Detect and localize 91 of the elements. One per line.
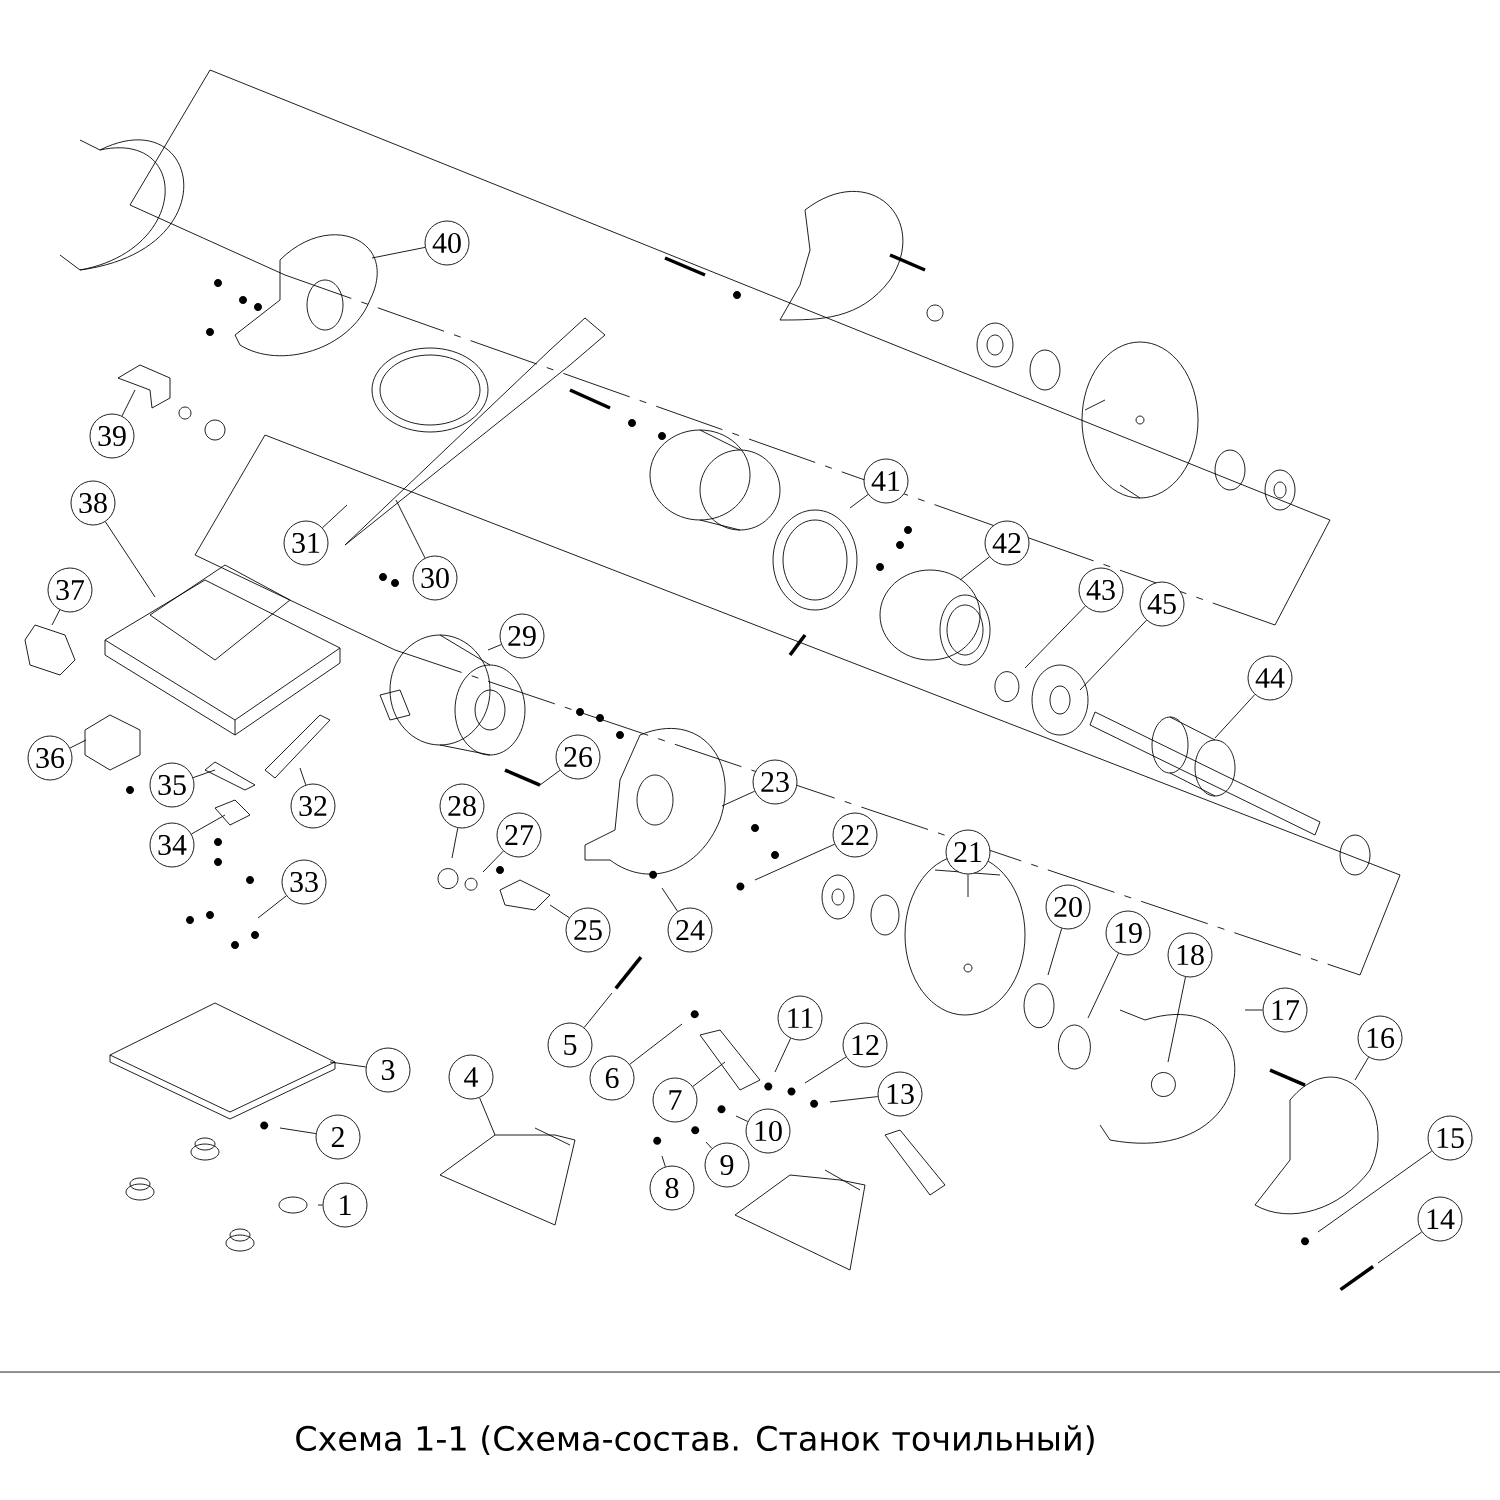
leader-line	[479, 1097, 496, 1136]
leader-line	[1087, 952, 1119, 1019]
leader-line	[959, 556, 990, 581]
callout-number: 4	[448, 1054, 494, 1100]
leader-line	[487, 644, 502, 651]
leader-line	[1047, 928, 1063, 976]
callout-number: 37	[47, 567, 93, 613]
callout-number: 24	[667, 907, 713, 953]
callout-number: 39	[89, 413, 135, 459]
callout-number: 12	[842, 1022, 888, 1068]
callout-number: 45	[1139, 581, 1185, 627]
callout-number: 26	[555, 734, 601, 780]
callout-number: 18	[1167, 932, 1213, 978]
callout-number: 8	[649, 1165, 695, 1211]
callout-number: 34	[149, 822, 195, 868]
callout-number: 44	[1247, 655, 1293, 701]
leader-line	[705, 1141, 713, 1149]
callout-number: 43	[1078, 567, 1124, 613]
leader-line	[721, 790, 755, 807]
leader-line	[539, 769, 561, 786]
leader-line	[1354, 1056, 1369, 1081]
callout-number: 13	[877, 1071, 923, 1117]
leader-line	[104, 521, 156, 598]
leader-line	[754, 843, 835, 881]
leader-line	[549, 904, 570, 919]
callout-number: 23	[752, 759, 798, 805]
leader-line	[299, 767, 307, 786]
callout-number: 11	[777, 995, 823, 1041]
callout-number: 3	[365, 1047, 411, 1093]
callout-number: 27	[496, 812, 542, 858]
leader-line	[69, 739, 87, 749]
leader-line	[774, 1037, 792, 1073]
callout-number: 28	[439, 783, 485, 829]
leader-line	[1244, 1009, 1263, 1011]
leader-line	[1214, 694, 1256, 739]
callout-number: 33	[281, 859, 327, 905]
callout-number: 30	[412, 555, 458, 601]
callout-number: 19	[1105, 910, 1151, 956]
callout-number: 21	[945, 829, 991, 875]
leader-line	[967, 874, 969, 898]
callout-number: 10	[745, 1108, 791, 1154]
leader-line	[661, 1155, 666, 1168]
leader-line	[192, 769, 216, 779]
leader-line	[329, 1061, 367, 1068]
callout-number: 32	[290, 783, 336, 829]
callout-number: 1	[322, 1182, 368, 1228]
callout-number: 15	[1427, 1115, 1473, 1161]
leader-line	[829, 1096, 879, 1103]
callout-number: 20	[1045, 884, 1091, 930]
callout-number: 36	[27, 735, 73, 781]
leader-line	[191, 814, 226, 835]
leader-line	[849, 494, 869, 509]
callout-number: 31	[283, 520, 329, 566]
leader-line	[583, 992, 613, 1028]
callout-number: 17	[1262, 987, 1308, 1033]
leader-line	[482, 850, 504, 873]
leader-line	[322, 504, 348, 529]
callout-number: 16	[1357, 1015, 1403, 1061]
leader-line	[1317, 1150, 1433, 1233]
leader-line	[121, 389, 136, 417]
leader-line	[629, 1023, 683, 1065]
leader-line	[317, 1204, 323, 1206]
callout-number: 25	[565, 907, 611, 953]
callout-number: 2	[315, 1114, 361, 1160]
callout-number: 5	[547, 1022, 593, 1068]
callout-number: 6	[589, 1055, 635, 1101]
callout-number: 42	[984, 520, 1030, 566]
leader-line	[1024, 605, 1086, 669]
callout-number: 40	[424, 220, 470, 266]
callout-number: 41	[863, 458, 909, 504]
callout-number: 22	[832, 812, 878, 858]
leader-line	[451, 827, 459, 859]
leader-line	[51, 609, 61, 626]
callout-number: 29	[499, 613, 545, 659]
callout-number: 35	[149, 762, 195, 808]
leader-line	[279, 1127, 317, 1134]
leader-line	[371, 246, 426, 259]
leader-line	[804, 1056, 847, 1084]
callout-number: 9	[704, 1142, 750, 1188]
callout-number: 14	[1417, 1196, 1463, 1242]
leader-line	[661, 887, 678, 912]
caption: Схема 1-1 (Схема-состав. Станок точильный)	[296, 1425, 1094, 1455]
leader-line	[735, 1115, 749, 1122]
leader-line	[1167, 976, 1186, 1063]
callout-number: 7	[652, 1077, 698, 1123]
leader-line	[395, 499, 426, 559]
leader-line	[692, 1061, 726, 1087]
leader-line	[1377, 1231, 1423, 1264]
leader-line	[1079, 619, 1147, 691]
leader-line	[257, 895, 287, 919]
callout-number: 38	[70, 480, 116, 526]
